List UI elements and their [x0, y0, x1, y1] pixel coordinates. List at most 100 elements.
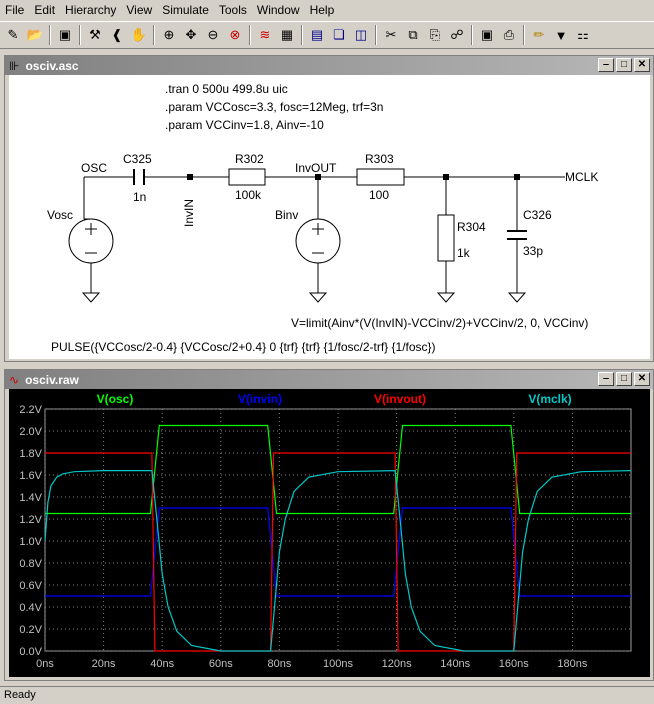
plot-title: osciv.raw: [25, 372, 79, 387]
r302-label: R302: [235, 152, 264, 166]
c326-label: C326: [523, 208, 552, 222]
series-line-vosc: [45, 424, 631, 515]
series-line-vmclk: [44, 469, 632, 652]
schematic-doc-icon: ⊪: [9, 58, 20, 73]
x-tick-label: 100ns: [323, 658, 353, 670]
cascade-icon[interactable]: ❏: [333, 27, 345, 42]
cut-icon[interactable]: ✂: [385, 27, 397, 42]
y-tick-label: 1.2V: [19, 514, 42, 526]
tile-horizontal-icon[interactable]: ▤: [310, 27, 324, 42]
close-button[interactable]: ✕: [634, 372, 650, 386]
menu-help[interactable]: Help: [309, 3, 335, 17]
r302-resistor: [228, 168, 266, 186]
zoom-out-icon[interactable]: ⊖: [207, 27, 219, 42]
toolbar-separator: [301, 25, 303, 45]
tile-vertical-icon[interactable]: ◫: [354, 27, 368, 42]
minimize-button[interactable]: ‒: [598, 58, 614, 72]
binv-label: Binv: [275, 208, 298, 222]
x-tick-label: 60ns: [209, 658, 233, 670]
control-panel-icon[interactable]: ⚒: [89, 27, 101, 42]
find-icon[interactable]: ☍: [450, 27, 464, 42]
toolbar-separator: [523, 25, 525, 45]
r303-resistor: [356, 168, 405, 186]
copy-icon[interactable]: ⧉: [408, 27, 418, 42]
schematic-window-buttons: ‒ □ ✕: [596, 58, 650, 72]
toolbar-separator: [49, 25, 51, 45]
x-tick-label: 20ns: [92, 658, 116, 670]
x-tick-label: 40ns: [150, 658, 174, 670]
r302-value: 100k: [235, 188, 262, 202]
junction-dot: [187, 174, 193, 180]
toolbar-separator: [471, 25, 473, 45]
label-icon[interactable]: ⚏: [577, 27, 589, 42]
zoom-cancel-icon[interactable]: ⊗: [229, 27, 241, 42]
minimize-button[interactable]: ‒: [598, 372, 614, 386]
series-line-vinvout: [45, 452, 631, 652]
print-icon[interactable]: ⎙: [503, 27, 515, 42]
fit-icon[interactable]: ▦: [280, 27, 294, 42]
spice-directive: .param VCCinv=1.8, Ainv=-10: [165, 118, 324, 132]
legend-entry[interactable]: V(osc): [97, 392, 134, 406]
plot-titlebar[interactable]: ∿ osciv.raw ‒ □ ✕: [5, 370, 653, 389]
legend-entry[interactable]: V(invout): [374, 392, 426, 406]
maximize-button[interactable]: □: [616, 58, 632, 72]
paste-icon[interactable]: ⎘: [429, 27, 441, 42]
run-icon[interactable]: ❰: [111, 27, 123, 42]
r303-value: 100: [369, 188, 389, 202]
spice-directive: .param VCCosc=3.3, fosc=12Meg, trf=3n: [165, 100, 383, 114]
legend-entry[interactable]: V(invin): [238, 392, 282, 406]
menu-window[interactable]: Window: [256, 3, 300, 17]
menu-edit[interactable]: Edit: [34, 3, 56, 17]
x-tick-label: 80ns: [267, 658, 291, 670]
ground-symbol: [308, 292, 328, 303]
close-button[interactable]: ✕: [634, 58, 650, 72]
r304-resistor: [437, 214, 455, 262]
net-label-invout: InvOUT: [295, 161, 337, 175]
toolbar-separator: [249, 25, 251, 45]
save-icon[interactable]: ▣: [58, 27, 72, 42]
y-tick-label: 0.0V: [19, 646, 42, 658]
pan-icon[interactable]: ✥: [185, 27, 197, 42]
zoom-in-icon[interactable]: ⊕: [163, 27, 175, 42]
x-tick-label: 180ns: [557, 658, 587, 670]
autorange-icon[interactable]: ≋: [259, 27, 271, 42]
wire-icon[interactable]: ✏: [533, 27, 545, 42]
binv-expression: V=limit(Ainv*(V(InvIN)-VCCinv/2)+VCCinv/…: [291, 316, 588, 330]
net-label-invin: InvIN: [182, 199, 196, 227]
toolbar: ✎ 📂 ▣ ⚒ ❰ ✋ ⊕ ✥ ⊖ ⊗ ≋ ▦ ▤ ❏ ◫ ✂ ⧉ ⎘ ☍ ▣ …: [0, 21, 654, 49]
c325-value: 1n: [133, 190, 146, 204]
menu-view[interactable]: View: [126, 3, 153, 17]
status-text: Ready: [4, 689, 36, 701]
status-bar: Ready: [0, 686, 654, 704]
toolbar-separator: [153, 25, 155, 45]
x-tick-label: 160ns: [499, 658, 529, 670]
print-setup-icon[interactable]: ▣: [480, 27, 494, 42]
schematic-canvas[interactable]: .tran 0 500u 499.8u uic .param VCCosc=3.…: [9, 75, 650, 359]
y-tick-label: 2.2V: [19, 404, 42, 416]
menu-simulate[interactable]: Simulate: [162, 3, 209, 17]
y-tick-label: 0.6V: [19, 580, 42, 592]
legend-entry[interactable]: V(mclk): [528, 392, 571, 406]
x-tick-label: 0ns: [36, 658, 54, 670]
halt-icon[interactable]: ✋: [130, 27, 148, 42]
pulse-expression: PULSE({VCCosc/2-0.4} {VCCosc/2+0.4} 0 {t…: [51, 340, 436, 354]
menu-hierarchy[interactable]: Hierarchy: [65, 3, 117, 17]
open-icon[interactable]: 📂: [26, 27, 44, 42]
plot-window-buttons: ‒ □ ✕: [596, 372, 650, 386]
new-schematic-icon[interactable]: ✎: [7, 27, 19, 42]
x-tick-label: 120ns: [382, 658, 412, 670]
c325-label: C325: [123, 152, 152, 166]
menu-file[interactable]: File: [5, 3, 25, 17]
menu-tools[interactable]: Tools: [218, 3, 247, 17]
y-tick-label: 1.4V: [19, 492, 42, 504]
maximize-button[interactable]: □: [616, 372, 632, 386]
junction-dot: [443, 174, 449, 180]
schematic-window: ⊪ osciv.asc ‒ □ ✕: [4, 55, 654, 362]
y-tick-label: 1.8V: [19, 448, 42, 460]
y-tick-label: 0.4V: [19, 602, 42, 614]
schematic-titlebar[interactable]: ⊪ osciv.asc ‒ □ ✕: [5, 56, 653, 75]
ground-icon[interactable]: ▼: [554, 27, 568, 43]
r304-label: R304: [457, 220, 486, 234]
